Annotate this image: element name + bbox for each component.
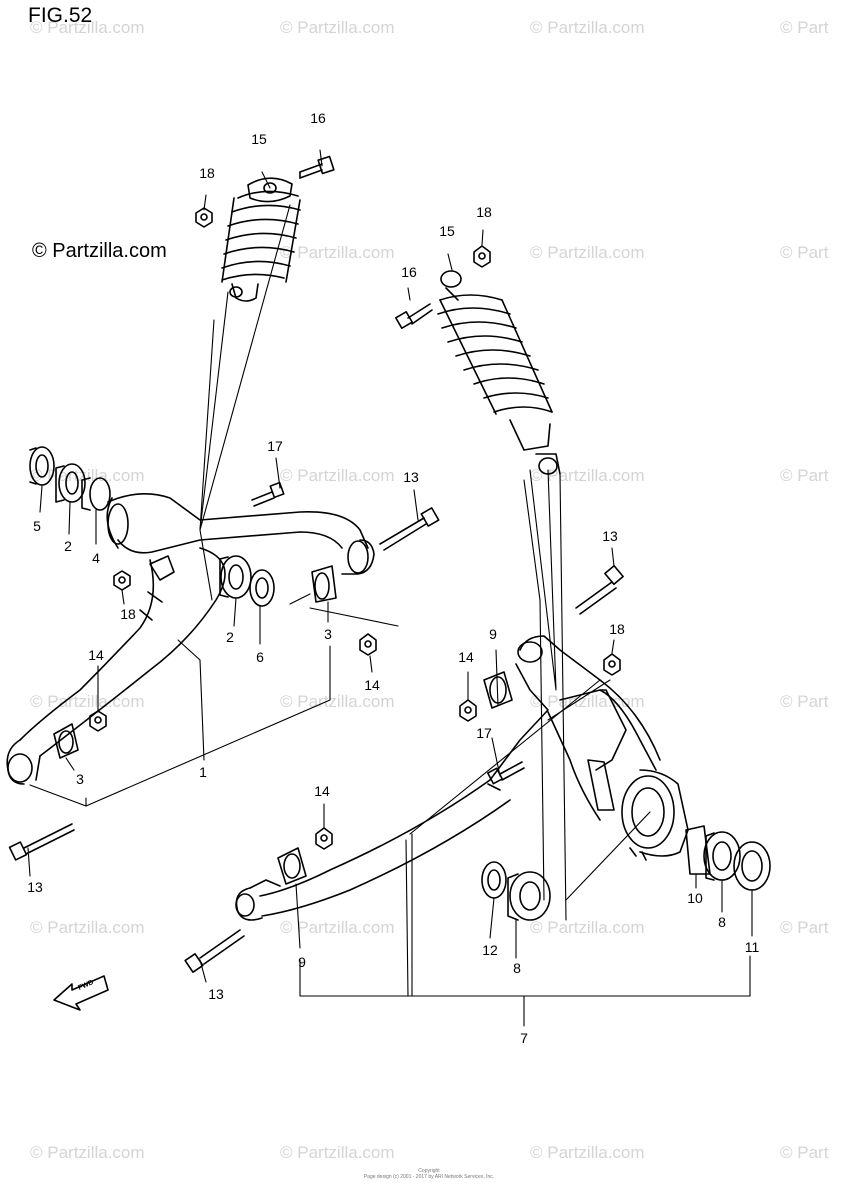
watermark: © Partzilla.com (30, 918, 145, 937)
watermark: © Part (780, 918, 829, 937)
watermark: © Partzilla.com (30, 18, 145, 37)
callout-14: 14 (364, 677, 380, 693)
watermark: © Partzilla.com (280, 692, 395, 711)
callout-2: 2 (64, 538, 72, 554)
callout-10: 10 (687, 890, 703, 906)
right-seal-12 (481, 861, 507, 899)
callout-12: 12 (482, 942, 498, 958)
watermark: © Partzilla.com (280, 18, 395, 37)
watermark: © Partzilla.com (530, 692, 645, 711)
right-bearing-8-left (507, 871, 551, 921)
right-shock-absorber (437, 270, 561, 475)
callout-14: 14 (458, 649, 474, 665)
callout-18: 18 (120, 606, 136, 622)
left-oil-seal-6 (249, 569, 275, 607)
watermark: © Partzilla.com (280, 466, 395, 485)
left-spacer-4 (81, 477, 111, 511)
right-nut-14-lower (315, 827, 333, 850)
callout-14: 14 (314, 783, 330, 799)
callout-16: 16 (310, 110, 326, 126)
right-bushing-9-bottom (277, 847, 307, 885)
left-swing-arm (6, 493, 375, 785)
partzilla-watermark: © Partzilla.com (32, 240, 167, 262)
callout-13: 13 (27, 879, 43, 895)
callout-8: 8 (718, 914, 726, 930)
callout-16: 16 (401, 264, 417, 280)
callout-13: 13 (403, 469, 419, 485)
right-shock-bolt (395, 303, 433, 329)
left-bolt-13-top (379, 507, 440, 551)
watermark: © Part (780, 18, 829, 37)
callout-18: 18 (199, 165, 215, 181)
callout-9: 9 (489, 626, 497, 642)
watermark: © Part (780, 1143, 829, 1162)
callout-15: 15 (251, 131, 267, 147)
left-bolt-17 (251, 481, 285, 507)
watermark: © Partzilla.com (530, 18, 645, 37)
watermark: © Partzilla.com (30, 1143, 145, 1162)
callout-18: 18 (609, 621, 625, 637)
right-bolt-13-top (575, 564, 624, 615)
right-seal-11 (733, 841, 771, 891)
right-nut-14-upper (459, 699, 477, 722)
copyright-line: Page design (c) 2001 - 2017 by ARI Netwo… (363, 1174, 495, 1180)
callout-9: 9 (298, 954, 306, 970)
leader-lines (27, 149, 753, 1027)
callout-1: 1 (199, 764, 207, 780)
left-shock-bolt (299, 155, 335, 179)
left-shock-nut (195, 207, 213, 228)
left-oil-seal-5 (29, 446, 55, 486)
watermark: © Part (780, 466, 829, 485)
callout-14: 14 (88, 647, 104, 663)
callout-18: 18 (476, 204, 492, 220)
callout-11: 11 (744, 939, 760, 955)
left-nut-14-left (89, 710, 107, 732)
watermark: © Part (780, 692, 829, 711)
left-bushing-3-top (311, 565, 337, 603)
callout-13: 13 (208, 986, 224, 1002)
figure-title: FIG.52 (28, 4, 93, 27)
left-bushing-3-bottom (53, 723, 79, 759)
left-nut-18 (113, 570, 131, 591)
callout-4: 4 (92, 550, 100, 566)
left-nut-14-right (359, 633, 377, 656)
callout-6: 6 (256, 649, 264, 665)
callout-3: 3 (76, 771, 84, 787)
right-nut-18 (603, 653, 621, 676)
watermark: © Partzilla.com (280, 918, 395, 937)
right-bolt-17 (486, 761, 525, 785)
callout-7: 7 (520, 1030, 528, 1046)
callout-17: 17 (267, 438, 283, 454)
callout-2: 2 (226, 629, 234, 645)
watermark: © Partzilla.com (280, 243, 395, 262)
callout-13: 13 (602, 528, 618, 544)
watermark: © Partzilla.com (530, 918, 645, 937)
right-bolt-13-bottom (184, 929, 245, 973)
copyright-notice: Copyright Page design (c) 2001 - 2017 by… (354, 1168, 504, 1180)
callout-5: 5 (33, 518, 41, 534)
callout-8: 8 (513, 960, 521, 976)
callout-15: 15 (439, 223, 455, 239)
watermark: © Part (780, 243, 829, 262)
watermark: © Partzilla.com (530, 1143, 645, 1162)
left-bearing-2-top (55, 463, 86, 503)
left-bolt-13-bottom (8, 823, 75, 861)
watermark: © Partzilla.com (530, 243, 645, 262)
watermark: © Partzilla.com (280, 1143, 395, 1162)
copyright-line: Copyright (418, 1168, 440, 1174)
callout-3: 3 (324, 626, 332, 642)
fwd-arrow-icon (53, 975, 109, 1011)
right-shock-nut (473, 245, 491, 268)
callout-17: 17 (476, 725, 492, 741)
left-shock-absorber (221, 177, 301, 302)
